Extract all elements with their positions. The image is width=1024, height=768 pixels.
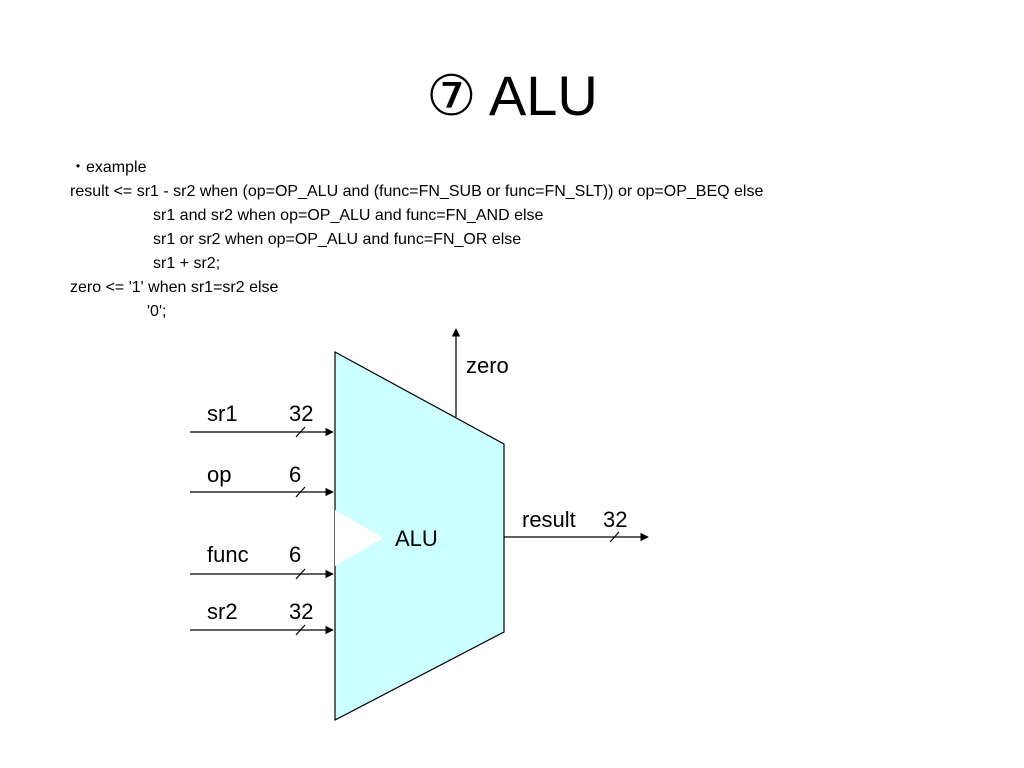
func-label: func xyxy=(207,542,249,567)
alu-notch xyxy=(335,510,383,566)
alu-label: ALU xyxy=(395,526,438,551)
sr1-width: 32 xyxy=(289,401,313,426)
slide-title: ⑦ ALU xyxy=(426,64,598,127)
zero-label: zero xyxy=(466,353,509,378)
code-line-result: result <= sr1 - sr2 when (op=OP_ALU and … xyxy=(70,183,764,200)
sr1-label: sr1 xyxy=(207,401,238,426)
result-bus-slash xyxy=(609,531,620,543)
result-width: 32 xyxy=(603,507,627,532)
op-width: 6 xyxy=(289,462,301,487)
sr2-bus-slash xyxy=(295,624,306,636)
sr2-label: sr2 xyxy=(207,599,238,624)
code-line-zero: zero <= '1' when sr1=sr2 else xyxy=(70,279,279,296)
code-line-add: sr1 + sr2; xyxy=(153,255,221,272)
sr1-bus-slash xyxy=(295,426,306,438)
op-bus-slash xyxy=(295,486,306,498)
func-bus-slash xyxy=(295,568,306,580)
code-line-or: sr1 or sr2 when op=OP_ALU and func=FN_OR… xyxy=(153,231,522,248)
func-width: 6 xyxy=(289,542,301,567)
sr2-width: 32 xyxy=(289,599,313,624)
result-label: result xyxy=(522,507,576,532)
code-line-zero-else: '0'; xyxy=(147,303,167,320)
op-label: op xyxy=(207,462,231,487)
alu-block xyxy=(334,350,505,721)
code-heading: ・example xyxy=(70,159,147,176)
code-line-and: sr1 and sr2 when op=OP_ALU and func=FN_A… xyxy=(153,207,544,224)
